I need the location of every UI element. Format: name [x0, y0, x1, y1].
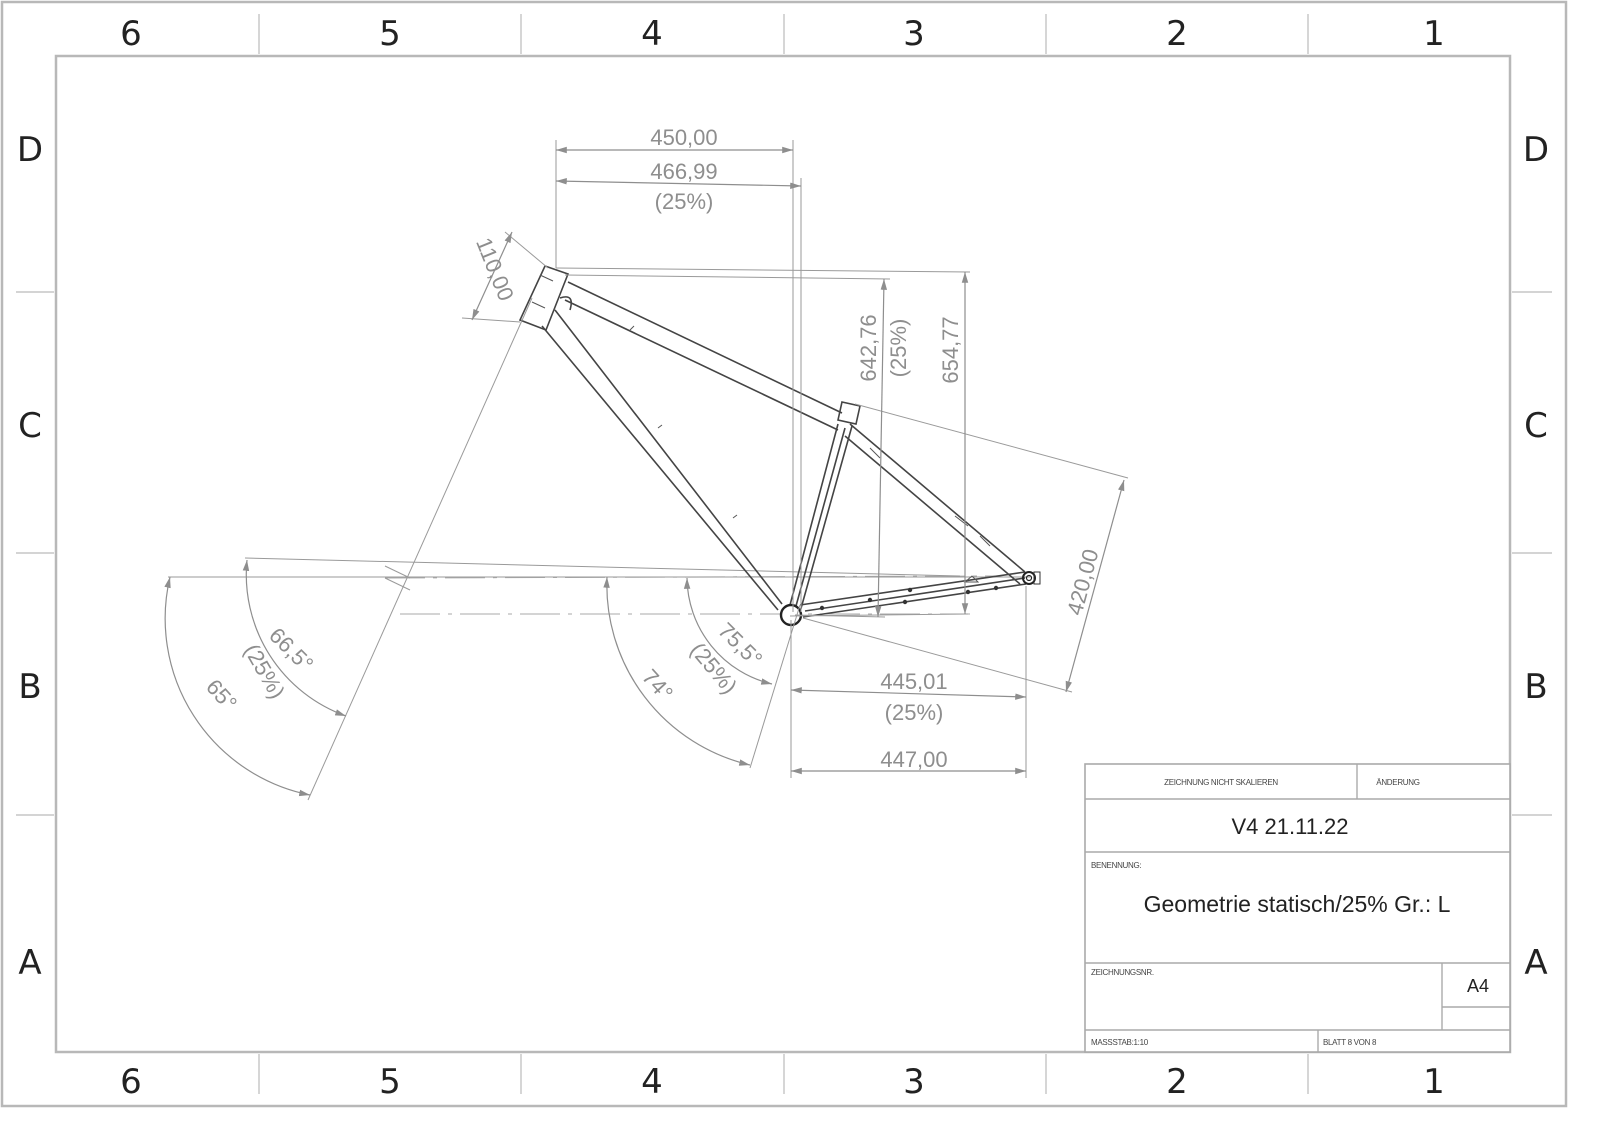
dim-chainstay-horizontal-nominal: 447,00: [880, 747, 947, 772]
dim-chainstay-horizontal-sag-note: (25%): [885, 700, 944, 725]
tb-name-label: BENENNUNG:: [1091, 861, 1141, 870]
dim-chainstay-length: 420,00: [1062, 546, 1104, 617]
seat-tube: [789, 423, 853, 613]
tb-no-scale-label: ZEICHNUNG NICHT SKALIEREN: [1164, 778, 1278, 787]
zone-labels-top: 6 5 4 3 2 1: [120, 14, 1445, 54]
drawing-sheet: 6 5 4 3 2 1 6 5 4 3 2 1 D C B A D C B A: [0, 0, 1568, 1108]
zone-col-3-bottom: 3: [903, 1062, 925, 1102]
tb-sheet-size: A4: [1467, 976, 1489, 996]
zone-row-c-left: C: [18, 406, 42, 446]
down-tube: [541, 309, 783, 611]
zone-col-2-top: 2: [1166, 14, 1188, 54]
dim-chainstay-horizontal-sag: 445,01: [880, 669, 947, 694]
bike-frame: [518, 265, 1041, 627]
zone-labels-left: D C B A: [17, 130, 43, 983]
tb-drawing-no-label: ZEICHNUNGSNR.: [1091, 968, 1154, 977]
chain-stay: [799, 571, 1027, 618]
top-tube: [559, 281, 843, 431]
tb-revision-label: ÄNDERUNG: [1376, 778, 1419, 787]
zone-row-d-left: D: [17, 130, 43, 170]
zone-col-6-top: 6: [120, 14, 142, 54]
dim-seat-angle-nominal: 74°: [637, 664, 678, 705]
dimension-lines: [164, 146, 1125, 797]
zone-row-d-right: D: [1523, 130, 1549, 170]
seat-stay: [844, 423, 1026, 585]
inner-frame: [54, 54, 1512, 1054]
tb-revision-value: V4 21.11.22: [1231, 814, 1348, 839]
zone-col-4-bottom: 4: [641, 1062, 663, 1102]
zone-col-1-bottom: 1: [1423, 1062, 1445, 1102]
rear-dropout: [1022, 571, 1036, 585]
zone-col-2-bottom: 2: [1166, 1062, 1188, 1102]
dimension-texts: 450,00 466,99 (25%) 110,00 642,76 (25%) …: [201, 125, 1103, 772]
dim-head-tube-length: 110,00: [471, 234, 519, 304]
zone-col-5-top: 5: [379, 14, 401, 54]
tb-name-value: Geometrie statisch/25% Gr.: L: [1144, 891, 1451, 917]
zone-row-c-right: C: [1524, 406, 1548, 446]
zone-labels-bottom: 6 5 4 3 2 1: [120, 1062, 1445, 1102]
center-lines: [168, 557, 1030, 615]
zone-row-b-left: B: [18, 667, 41, 707]
zone-col-5-bottom: 5: [379, 1062, 401, 1102]
zone-col-3-top: 3: [903, 14, 925, 54]
zone-col-1-top: 1: [1423, 14, 1445, 54]
outer-border: [0, 0, 1568, 1108]
zone-col-4-top: 4: [641, 14, 663, 54]
dim-reach-sag-note: (25%): [655, 189, 714, 214]
zone-ticks: [16, 14, 1552, 1094]
extension-lines: [307, 140, 1129, 801]
title-block: ZEICHNUNG NICHT SKALIEREN ÄNDERUNG V4 21…: [1084, 763, 1511, 1053]
dim-reach-sag: 466,99: [650, 159, 717, 184]
dim-head-angle-nominal: 65°: [201, 674, 242, 715]
dim-stack-sag: 642,76: [856, 314, 881, 381]
seat-tube-top: [837, 401, 861, 425]
zone-col-6-bottom: 6: [120, 1062, 142, 1102]
zone-row-a-left: A: [18, 943, 41, 983]
zone-labels-right: D C B A: [1523, 130, 1549, 983]
dim-stack-nominal: 654,77: [938, 316, 963, 383]
dim-stack-sag-note: (25%): [886, 319, 911, 378]
zone-row-a-right: A: [1524, 943, 1547, 983]
zone-row-b-right: B: [1524, 667, 1547, 707]
tb-sheet: BLATT 8 VON 8: [1323, 1038, 1377, 1047]
dim-reach-nominal: 450,00: [650, 125, 717, 150]
tb-scale: MASSSTAB:1:10: [1091, 1038, 1149, 1047]
